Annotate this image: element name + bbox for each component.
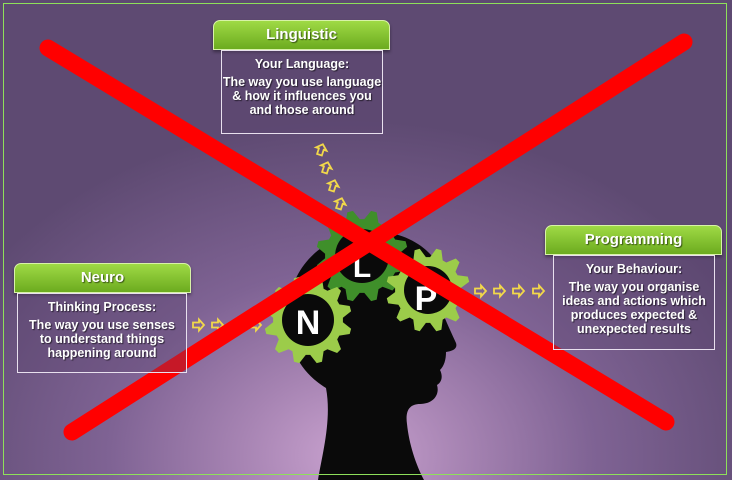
programming-title: Programming — [545, 225, 722, 255]
flow-arrow — [532, 283, 546, 299]
neuro-title: Neuro — [14, 263, 191, 293]
linguistic-line: and those around — [249, 103, 355, 117]
neuro-line: Thinking Process: — [47, 300, 157, 314]
flow-arrow — [318, 161, 334, 175]
linguistic-description: Your Language: The way you use language … — [221, 50, 383, 134]
programming-line: unexpected results — [577, 322, 691, 336]
programming-description: Your Behaviour: The way you organise ide… — [553, 255, 715, 350]
flow-arrow — [332, 197, 348, 211]
flow-arrow — [474, 283, 488, 299]
linguistic-line: & how it influences you — [232, 89, 372, 103]
neuro-description: Thinking Process: The way you use senses… — [17, 293, 187, 373]
linguistic-line: Your Language: — [254, 57, 350, 71]
programming-line: Your Behaviour: — [585, 262, 683, 276]
red-cross-mark — [39, 33, 693, 441]
linguistic-title: Linguistic — [213, 20, 390, 50]
neuro-line: happening around — [47, 346, 157, 360]
programming-line: The way you organise — [568, 280, 700, 294]
flow-arrow — [493, 283, 507, 299]
neuro-line: The way you use senses — [29, 318, 175, 332]
gearN-hub — [282, 294, 334, 346]
flow-arrow — [512, 283, 526, 299]
neuro-line: to understand things — [39, 332, 165, 346]
linguistic-line: The way you use language — [222, 75, 382, 89]
gear-n-letter: N — [296, 304, 321, 342]
flow-arrow — [325, 179, 341, 193]
programming-line: ideas and actions which — [562, 294, 706, 308]
flow-arrow — [192, 317, 206, 333]
programming-line: produces expected & — [570, 308, 698, 322]
flow-arrow — [313, 143, 329, 157]
